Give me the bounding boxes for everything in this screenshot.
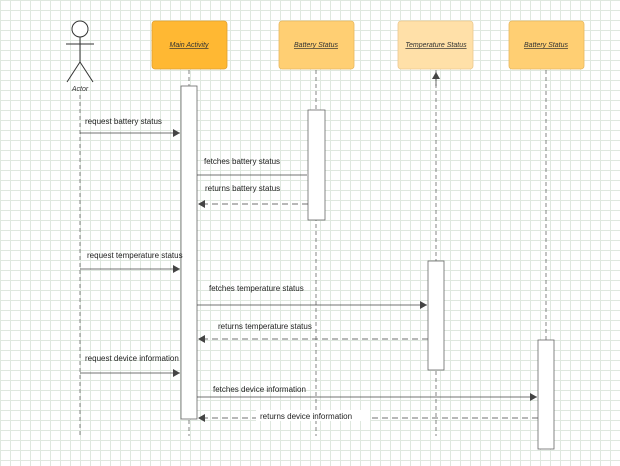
actor-leg-left	[66, 61, 81, 83]
actor-label: Actor	[71, 86, 89, 93]
participant-temperature-box	[397, 20, 474, 70]
participant-battery1-label: Battery Status	[294, 42, 338, 49]
message-label-return-device: returns device information	[260, 412, 352, 421]
message-label-request-battery: request battery status	[85, 117, 162, 126]
participant-temperature-status[interactable]: Temperature Status	[397, 20, 474, 70]
participant-main-activity[interactable]: Main Activity	[151, 20, 228, 70]
battery2-activation-bar[interactable]	[537, 339, 555, 450]
participant-battery2-label: Battery Status	[524, 42, 568, 49]
participant-battery-status-1[interactable]: Battery Status	[278, 20, 355, 70]
participant-temperature-label: Temperature Status	[405, 42, 467, 49]
actor-head	[71, 20, 89, 38]
participant-main-box	[151, 20, 228, 70]
message-label-fetch-device: fetches device information	[213, 385, 306, 394]
message-label-return-temperature: returns temperature status	[218, 322, 312, 331]
battery1-activation-bar[interactable]	[307, 109, 326, 221]
participant-battery2-box	[508, 20, 585, 70]
message-label-return-battery: returns battery status	[205, 184, 280, 193]
actor-figure[interactable]: Actor	[66, 20, 94, 93]
message-label-return-device-bg	[256, 410, 370, 421]
message-label-request-temperature: request temperature status	[87, 251, 183, 260]
participant-battery-status-2[interactable]: Battery Status	[508, 20, 585, 70]
main-activation-bar[interactable]	[180, 85, 198, 420]
actor-leg-right	[79, 61, 94, 83]
participant-battery1-box	[278, 20, 355, 70]
message-label-fetch-temperature: fetches temperature status	[209, 284, 304, 293]
temperature-activation-bar[interactable]	[427, 260, 445, 371]
message-label-fetch-battery: fetches battery status	[204, 157, 280, 166]
participant-main-label: Main Activity	[169, 42, 209, 49]
message-label-request-device: request device information	[85, 354, 179, 363]
